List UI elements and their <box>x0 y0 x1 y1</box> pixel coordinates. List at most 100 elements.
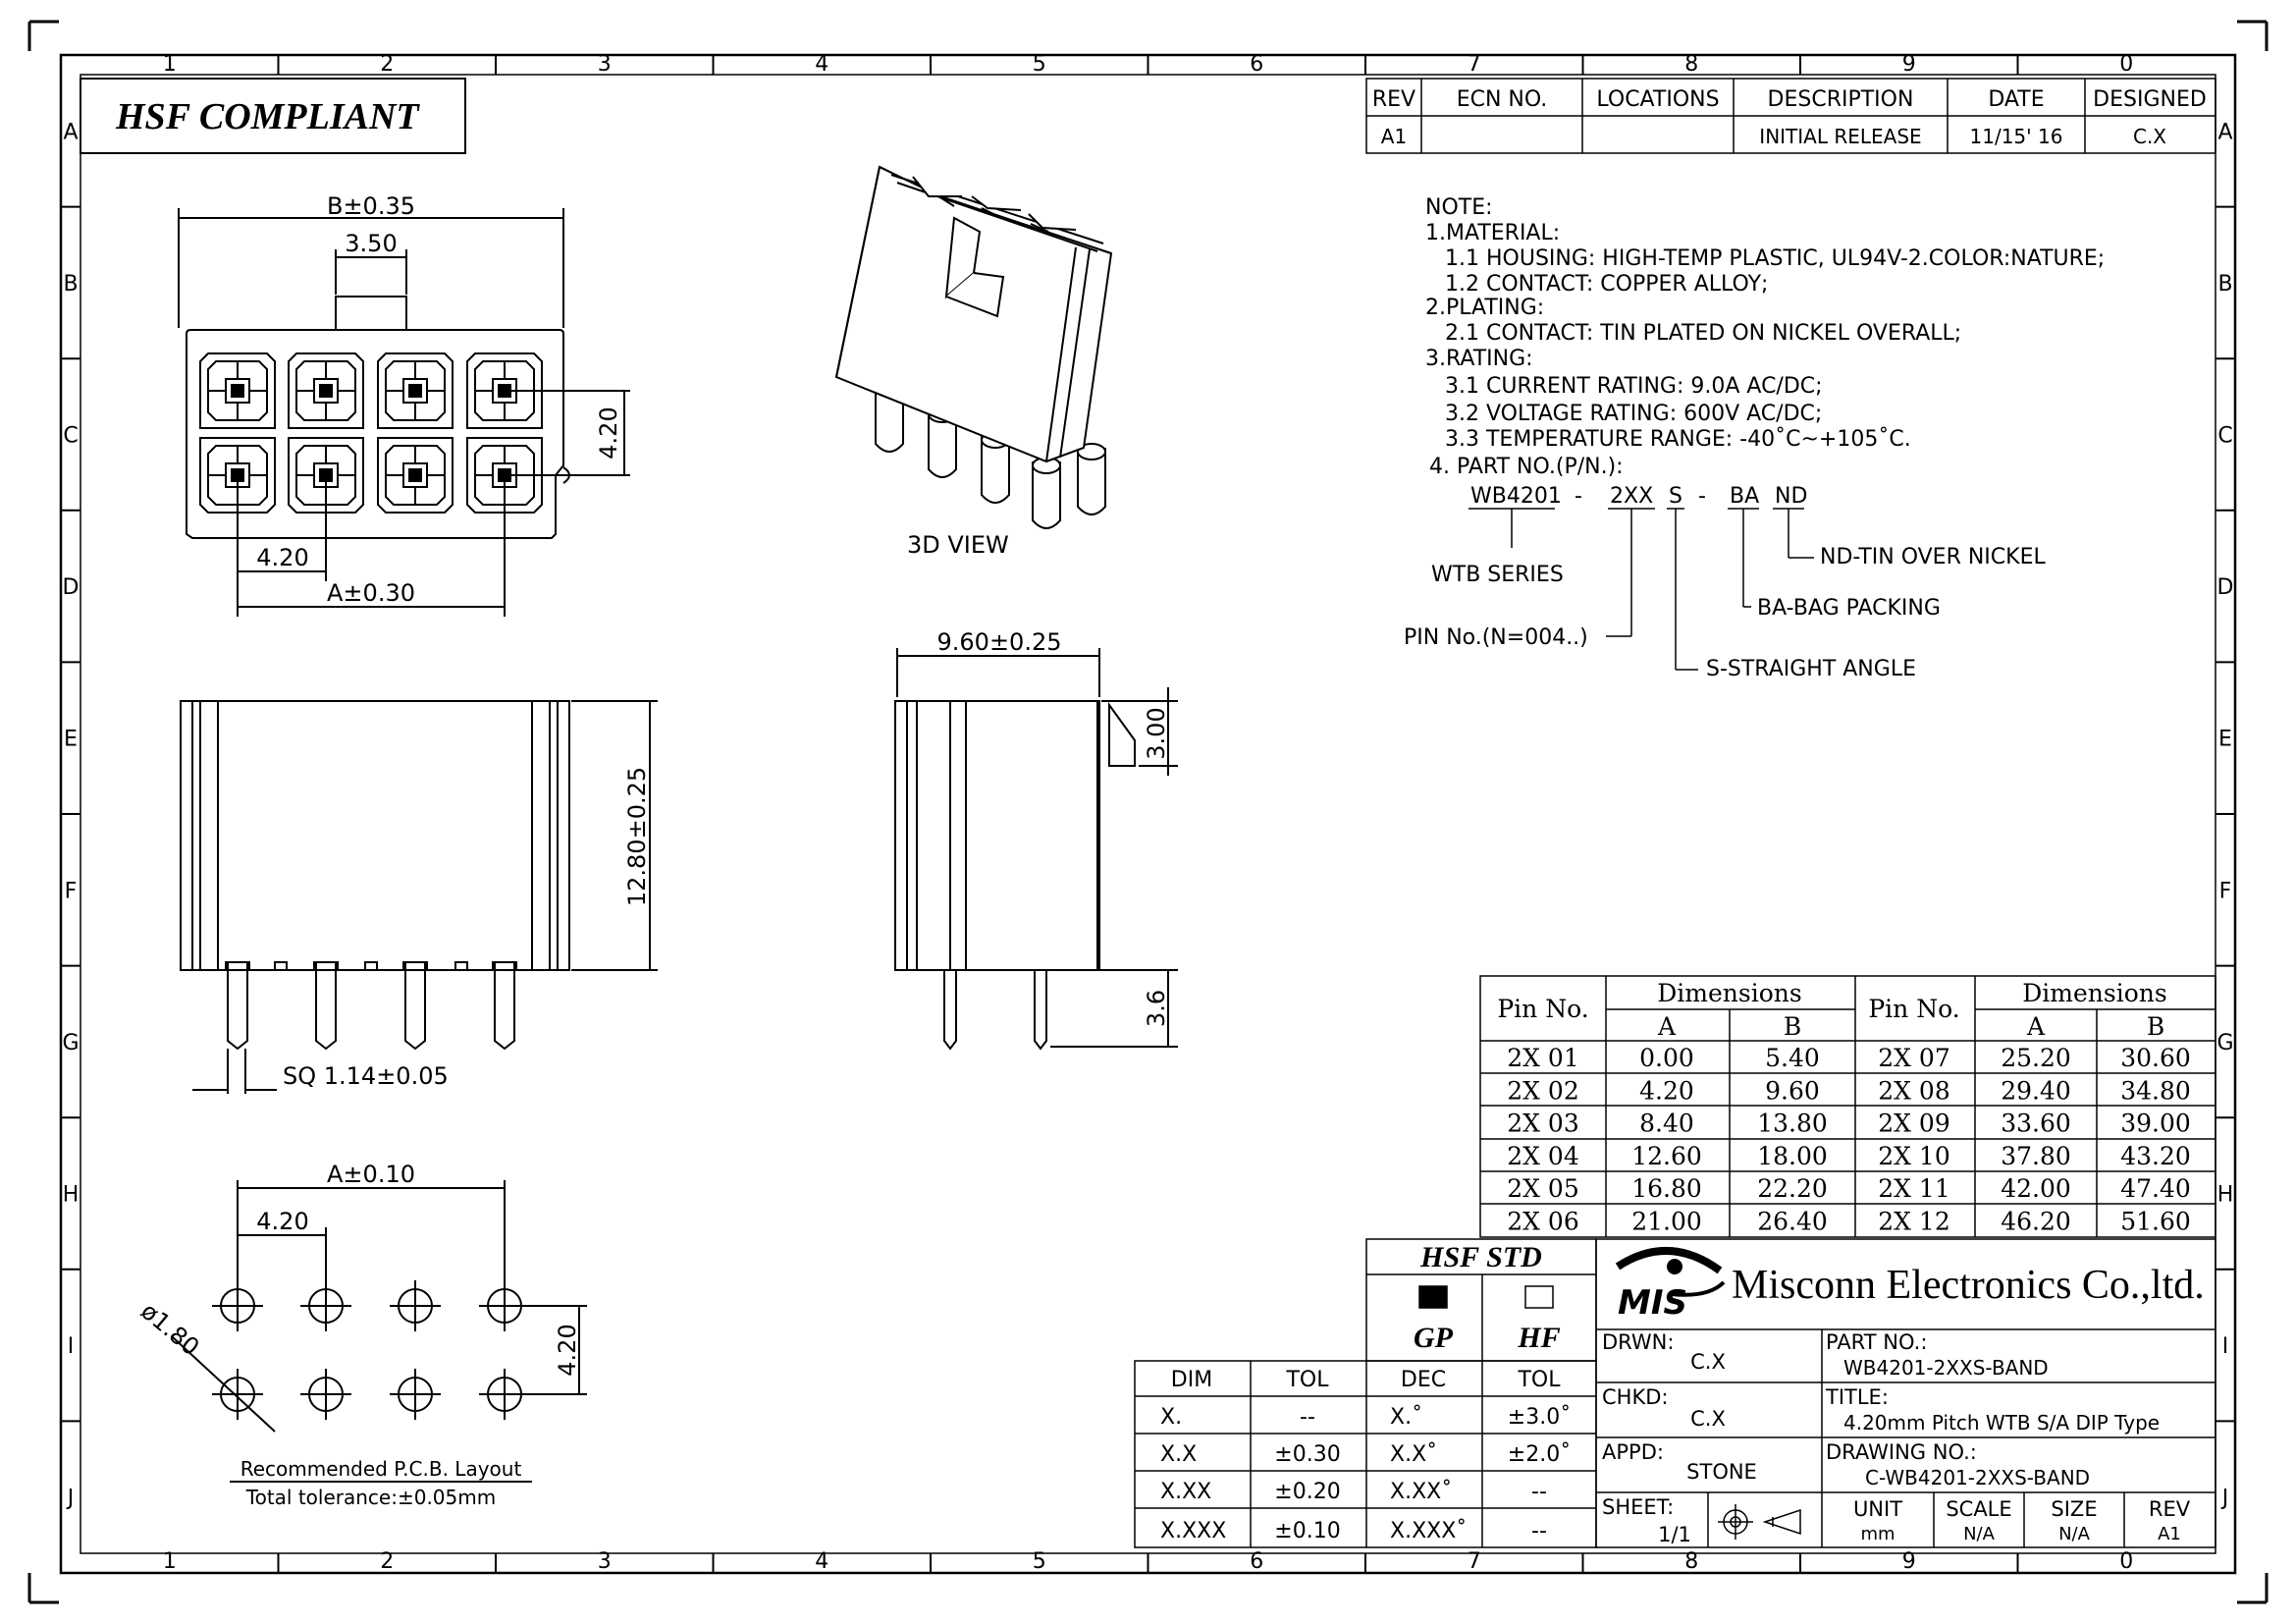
dim-width-label: 9.60±0.25 <box>937 628 1062 656</box>
3d-view <box>834 165 1113 529</box>
dim-table-cell: 2X 09 <box>1878 1110 1949 1138</box>
dim-table-cell: 39.00 <box>2120 1110 2191 1138</box>
zone-row-label: B <box>2217 272 2232 297</box>
zone-row-label: H <box>2217 1183 2234 1208</box>
dim-tab-label: 3.50 <box>345 230 397 257</box>
note-line: 1.1 HOUSING: HIGH-TEMP PLASTIC, UL94V-2.… <box>1445 246 2105 271</box>
pcb-title: Recommended P.C.B. Layout <box>240 1457 522 1481</box>
dim-height-label: 12.80±0.25 <box>623 767 651 906</box>
zone-col-label: 6 <box>1250 52 1263 77</box>
zone-col-label: 7 <box>1468 1549 1481 1574</box>
zone-row-label: J <box>66 1487 75 1511</box>
front-view <box>180 700 658 1094</box>
scale-label: SCALE <box>1946 1497 2011 1521</box>
dim-table-cell: 2X 05 <box>1507 1174 1578 1203</box>
zone-row-label: F <box>2219 879 2232 903</box>
pn-label-pin: PIN No.(N=004..) <box>1404 625 1588 650</box>
top-view <box>178 208 630 617</box>
dim-sq-label: SQ 1.14±0.05 <box>283 1062 449 1090</box>
company-logo: MIS <box>1615 1246 1726 1323</box>
rev-cell-designed: C.X <box>2133 125 2166 148</box>
tol-cell: X.XXX˚ <box>1390 1519 1467 1543</box>
tol-cell: X.˚ <box>1390 1405 1422 1430</box>
dim-table-cell: 22.20 <box>1757 1174 1828 1203</box>
cavity <box>199 352 276 429</box>
note-line: 4. PART NO.(P/N.): <box>1429 455 1624 479</box>
dim-table-cell: 42.00 <box>2001 1174 2071 1203</box>
title-label: TITLE: <box>1825 1385 1889 1409</box>
tol-cell: X.X˚ <box>1390 1442 1437 1467</box>
part-number-breakdown: WB4201 - 2XX S - BA ND WTB SERIES PIN No… <box>1404 484 2046 681</box>
dim-pin-length-label: 3.6 <box>1143 990 1170 1027</box>
dim-pitch-v-label: 4.20 <box>595 406 622 459</box>
zone-col-label: 4 <box>815 1549 828 1574</box>
note-line: 1.MATERIAL: <box>1425 221 1560 245</box>
pcb-hole <box>390 1280 441 1331</box>
zone-col-label: 8 <box>1684 52 1698 77</box>
note-line: 3.RATING: <box>1425 347 1533 371</box>
hsf-compliant-text: HSF COMPLIANT <box>115 96 420 137</box>
pn-seg-packing: BA <box>1730 484 1759 509</box>
pcb-dim-pitch-v-label: 4.20 <box>554 1324 581 1376</box>
dim-table-cell: 2X 01 <box>1507 1044 1578 1072</box>
tol-cell: X.XX˚ <box>1390 1480 1452 1504</box>
company-name: Misconn Electronics Co.,ltd. <box>1732 1263 2205 1308</box>
pn-seg-angle: S <box>1669 484 1682 509</box>
size-label: SIZE <box>2051 1497 2097 1521</box>
dim-table-cell: 29.40 <box>2001 1076 2071 1105</box>
dim-table-header-b: B <box>1784 1012 1801 1041</box>
drawing-no-value: C-WB4201-2XXS-BAND <box>1865 1466 2090 1489</box>
zone-ticks <box>61 55 2235 1573</box>
note-line: 3.3 TEMPERATURE RANGE: -40˚C~+105˚C. <box>1445 427 1911 452</box>
zone-col-label: 2 <box>380 52 394 77</box>
pn-dash: - <box>1575 484 1582 509</box>
dim-table-cell: 13.80 <box>1757 1110 1828 1138</box>
tol-cell: ±3.0˚ <box>1508 1405 1571 1430</box>
zone-col-label: 5 <box>1033 52 1046 77</box>
cavity <box>466 352 543 429</box>
note-line: 2.PLATING: <box>1425 296 1544 320</box>
dim-table-cell: 2X 04 <box>1507 1142 1578 1170</box>
front-pin-shoulder <box>492 961 517 971</box>
title-block <box>1595 1238 2216 1548</box>
unit-label: UNIT <box>1853 1497 1902 1521</box>
dim-table-cell: 47.40 <box>2120 1174 2191 1203</box>
pcb-hole <box>390 1369 441 1420</box>
rev-header-ecn: ECN NO. <box>1457 87 1548 112</box>
rev-cell-description: INITIAL RELEASE <box>1759 125 1921 148</box>
cavity <box>288 352 364 429</box>
dim-table-cell: 5.40 <box>1765 1044 1820 1072</box>
dim-pitch-h-label: 4.20 <box>256 544 308 571</box>
drwn-value: C.X <box>1690 1350 1726 1374</box>
drwn-label: DRWN: <box>1602 1330 1674 1354</box>
zone-col-label: 3 <box>598 52 612 77</box>
zone-row-label: H <box>63 1183 80 1208</box>
notes-title: NOTE: <box>1425 195 1493 220</box>
pin-3d <box>1077 443 1106 515</box>
pn-seg-series: WB4201 <box>1470 484 1562 509</box>
unit-value: mm <box>1860 1524 1895 1544</box>
zone-col-label: 1 <box>163 1549 177 1574</box>
dim-table-cell: 37.80 <box>2001 1142 2071 1170</box>
front-pin <box>494 962 515 1051</box>
zone-row-label: J <box>2220 1487 2229 1511</box>
tol-cell: X.XXX <box>1160 1519 1226 1543</box>
tol-header-dec: DEC <box>1401 1368 1446 1392</box>
zone-col-label: 1 <box>163 52 177 77</box>
dim-table-cell: 16.80 <box>1631 1174 1702 1203</box>
tol-cell: ±2.0˚ <box>1508 1442 1571 1467</box>
dim-table-header-pin: Pin No. <box>1868 995 1959 1023</box>
dim-table-cell: 2X 08 <box>1878 1076 1949 1105</box>
note-line: 1.2 CONTACT: COPPER ALLOY; <box>1445 272 1768 297</box>
revision-table <box>1365 78 2216 154</box>
dim-table-cell: 34.80 <box>2120 1076 2191 1105</box>
rev-value: A1 <box>2158 1524 2181 1544</box>
zone-row-label: G <box>62 1031 79 1056</box>
dim-table-cell: 46.20 <box>2001 1208 2071 1236</box>
front-pin-shoulder <box>225 961 250 971</box>
rev-header-locations: LOCATIONS <box>1596 87 1719 112</box>
dim-table-cell: 2X 11 <box>1878 1174 1949 1203</box>
zone-row-label: A <box>63 120 78 144</box>
zone-col-label: 0 <box>2119 52 2133 77</box>
